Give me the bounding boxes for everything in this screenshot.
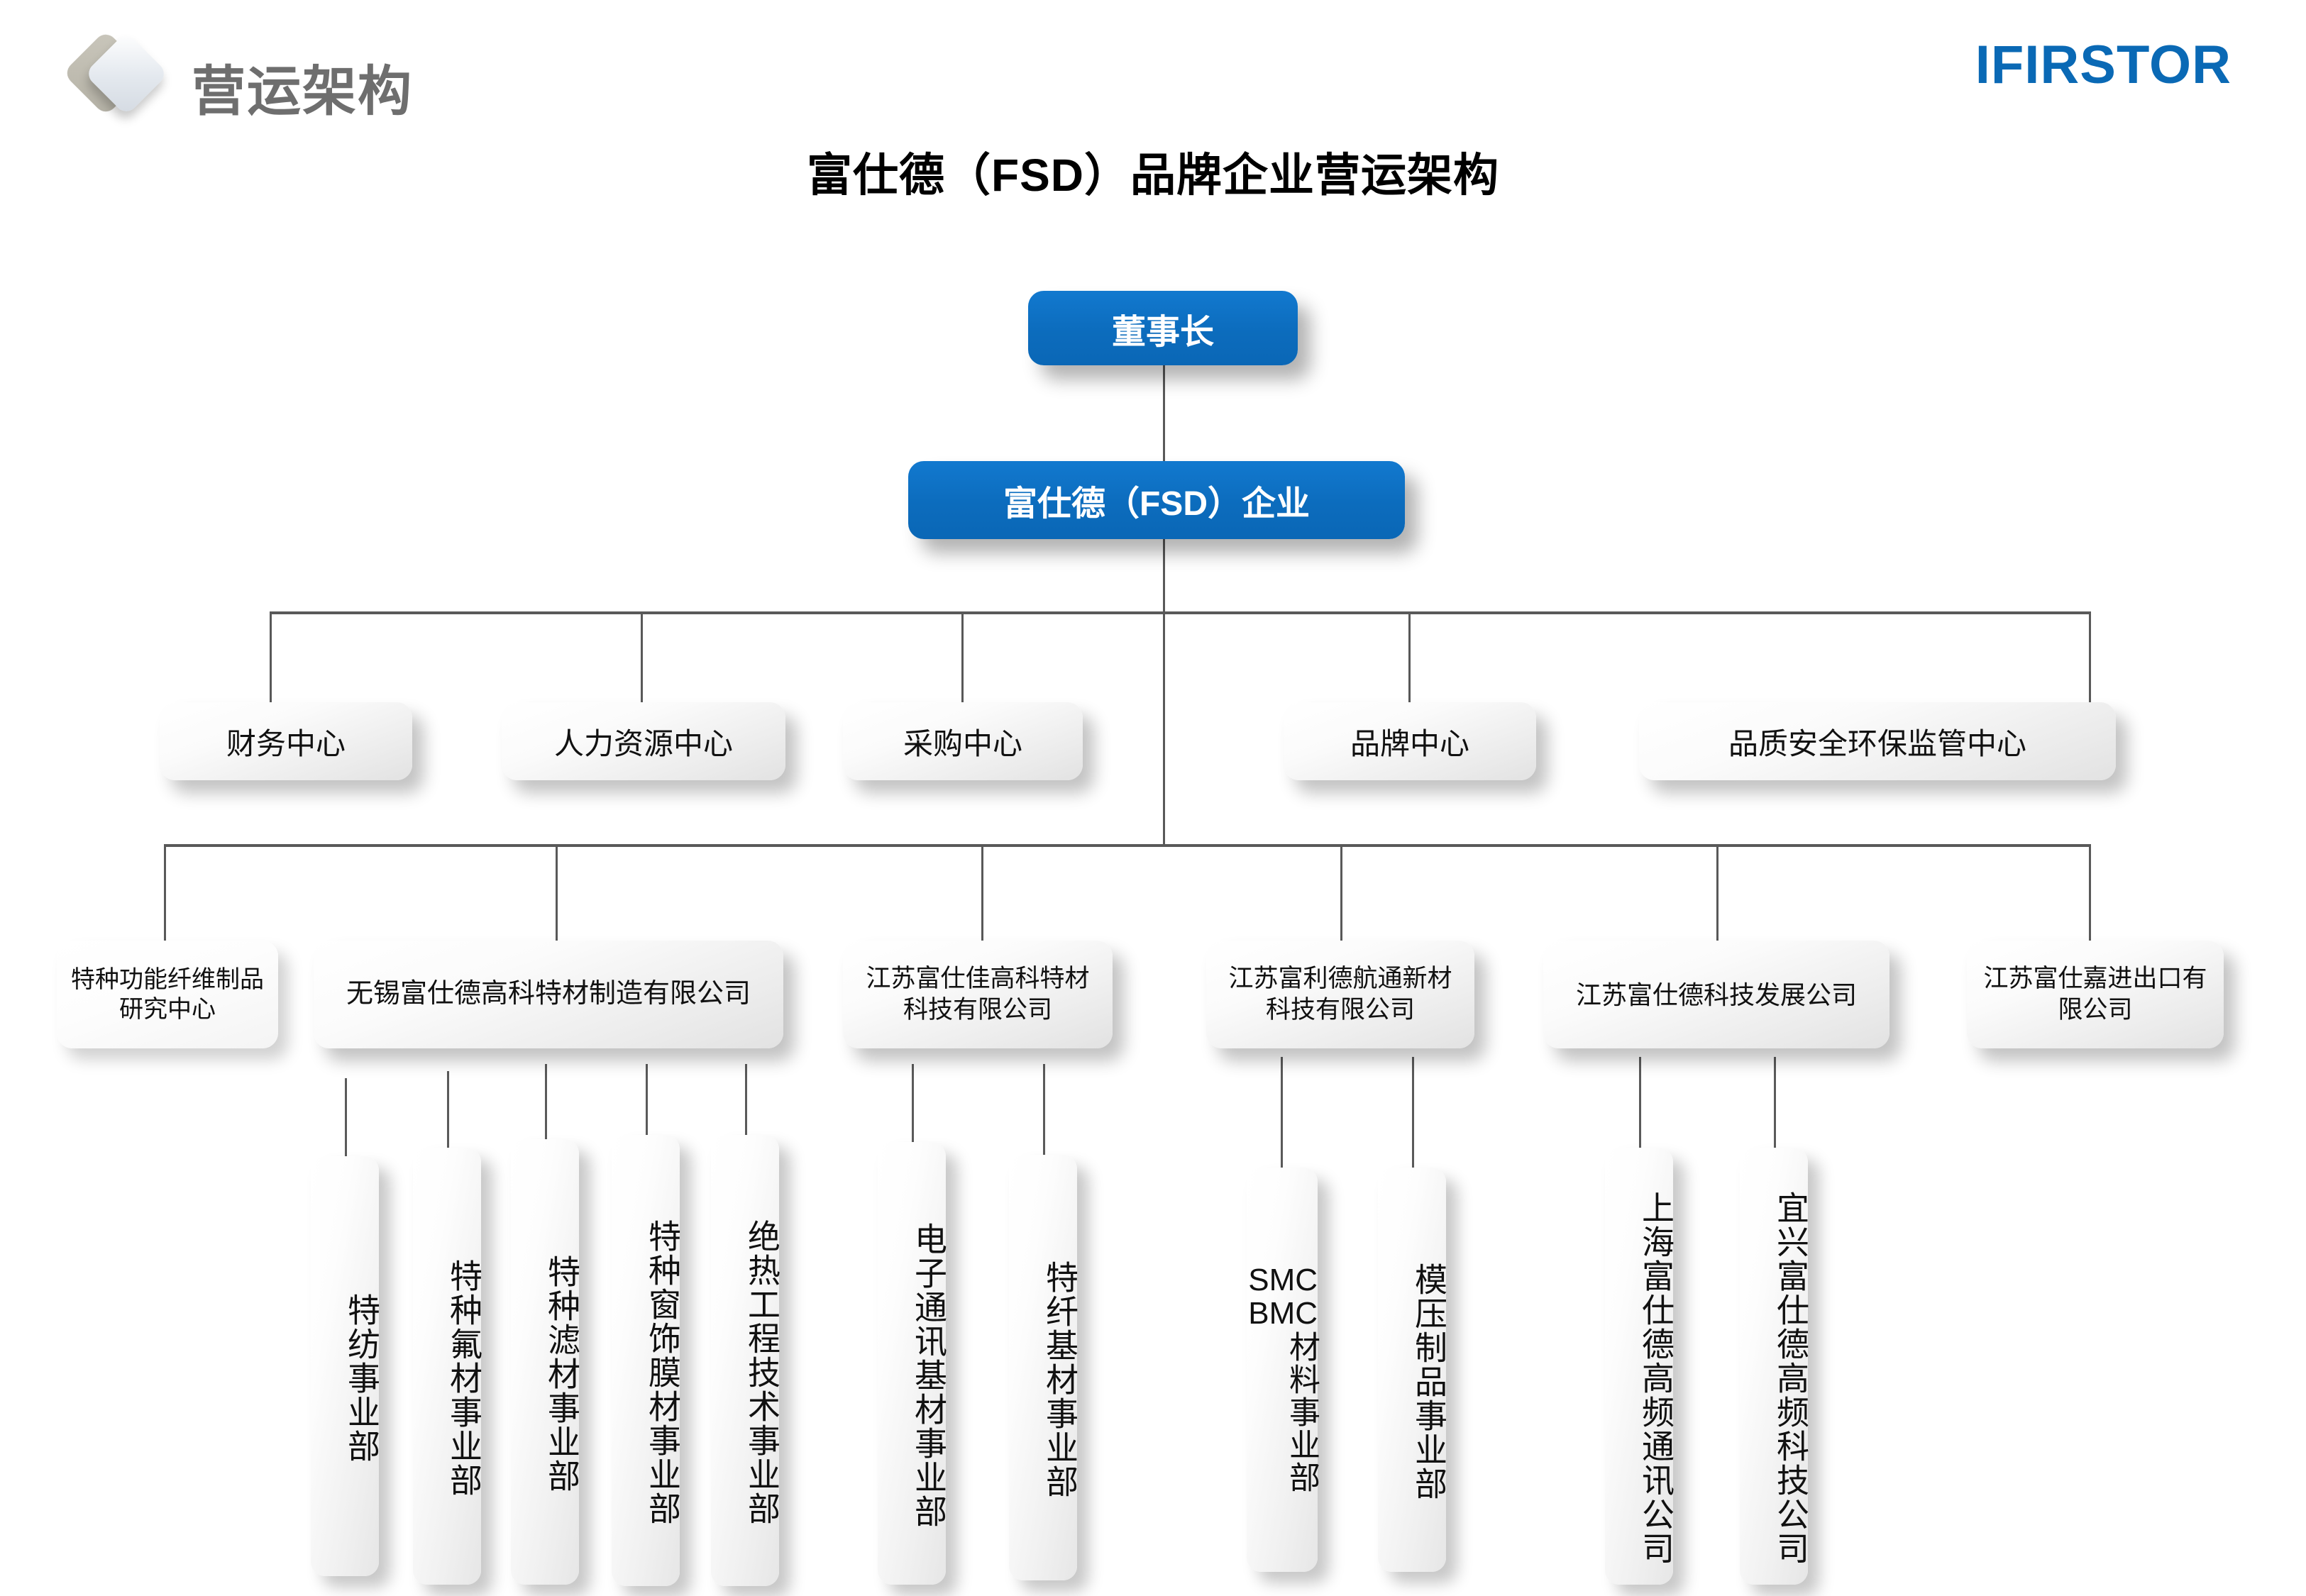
node-chairman-label: 董事长 — [1111, 313, 1214, 351]
node-division-electronic-comm-substrate[interactable]: 电子通讯基材事业部 — [878, 1142, 947, 1585]
node-company-fushijia[interactable]: 江苏富仕佳高科特材科技有限公司 — [843, 941, 1113, 1048]
node-division-texfang-label: 特纺事业部 — [343, 1293, 380, 1463]
node-division-molded-products[interactable]: 模压制品事业部 — [1378, 1168, 1447, 1572]
connector-enterprise-spine — [1163, 611, 1165, 846]
node-center-hr-label: 人力资源中心 — [553, 726, 733, 760]
node-company-fushijia-import-export[interactable]: 江苏富仕嘉进出口有限公司 — [1967, 941, 2224, 1048]
node-chairman[interactable]: 董事长 — [1028, 291, 1298, 365]
node-company-fsd-tech-development-label: 江苏富仕德科技发展公司 — [1575, 980, 1857, 1009]
connector-stem-wuxi-2 — [447, 1071, 449, 1156]
connector-drop-center-4 — [1408, 611, 1411, 702]
connector-stem-fushijia-1 — [912, 1064, 914, 1156]
connector-companies-bus — [164, 844, 2090, 847]
node-enterprise-label: 富仕德（FSD）企业 — [1003, 485, 1310, 523]
node-center-finance-label: 财务中心 — [226, 726, 346, 760]
node-division-special-fiber-substrate[interactable]: 特纤基材事业部 — [1009, 1155, 1078, 1580]
node-center-procurement[interactable]: 采购中心 — [843, 702, 1083, 780]
node-company-fushijia-label: 江苏富仕佳高科特材科技有限公司 — [866, 965, 1090, 1024]
node-center-finance[interactable]: 财务中心 — [160, 702, 412, 780]
connector-drop-company-3 — [981, 844, 983, 941]
connector-stem-fulide-2 — [1412, 1057, 1414, 1170]
node-division-texfang[interactable]: 特纺事业部 — [311, 1156, 380, 1576]
node-center-brand-label: 品牌中心 — [1350, 726, 1469, 760]
node-enterprise[interactable]: 富仕德（FSD）企业 — [908, 461, 1405, 539]
connector-stem-fushijia-2 — [1043, 1064, 1045, 1163]
connector-drop-company-1 — [164, 844, 166, 941]
node-division-window-film-label: 特种窗饰膜材事业部 — [644, 1219, 681, 1526]
node-subsidiary-yixing-hf-tech-label: 宜兴富仕德高频科技公司 — [1772, 1191, 1809, 1565]
node-company-wuxi-fsd-label: 无锡富仕德高科特材制造有限公司 — [346, 979, 751, 1009]
connector-enterprise-down — [1163, 539, 1165, 613]
connector-stem-wuxi-3 — [545, 1064, 547, 1156]
node-center-procurement-label: 采购中心 — [903, 726, 1022, 760]
node-company-fiber-research-center-label: 特种功能纤维制品研究中心 — [71, 965, 264, 1024]
connector-stem-keji-1 — [1639, 1057, 1641, 1149]
node-center-quality-safety-env[interactable]: 品质安全环保监管中心 — [1639, 702, 2116, 780]
connector-drop-center-2 — [641, 611, 643, 702]
node-company-fulide-hangtong-label: 江苏富利德航通新材科技有限公司 — [1228, 965, 1452, 1024]
brand-wordmark: IFIRSTOR — [1975, 35, 2231, 95]
node-division-smc-bmc-material[interactable]: SMC BMC 材料事业部 — [1247, 1168, 1319, 1572]
logo-block: 营运架构 — [62, 30, 539, 131]
node-company-fulide-hangtong[interactable]: 江苏富利德航通新材科技有限公司 — [1206, 941, 1474, 1048]
connector-centers-bus — [270, 611, 2090, 614]
connector-drop-company-5 — [1716, 844, 1719, 941]
node-subsidiary-shanghai-hf-comm-label: 上海富仕德高频通讯公司 — [1638, 1191, 1675, 1565]
node-company-wuxi-fsd[interactable]: 无锡富仕德高科特材制造有限公司 — [314, 941, 783, 1048]
connector-drop-company-6 — [2089, 844, 2091, 941]
connector-drop-company-2 — [556, 844, 558, 941]
connector-chairman-to-enterprise — [1163, 362, 1165, 475]
node-division-thermal-insulation[interactable]: 绝热工程技术事业部 — [711, 1135, 780, 1586]
node-center-brand[interactable]: 品牌中心 — [1284, 702, 1536, 780]
connector-drop-company-4 — [1340, 844, 1342, 941]
node-center-quality-safety-env-label: 品质安全环保监管中心 — [1728, 726, 2026, 760]
connector-stem-wuxi-4 — [646, 1064, 648, 1156]
node-company-fushijia-import-export-label: 江苏富仕嘉进出口有限公司 — [1983, 965, 2207, 1024]
node-division-bmc-label: BMC — [1248, 1296, 1318, 1331]
connector-stem-wuxi-1 — [345, 1078, 347, 1156]
node-subsidiary-shanghai-hf-comm[interactable]: 上海富仕德高频通讯公司 — [1605, 1148, 1675, 1585]
diamond-logo-icon — [62, 30, 177, 128]
logo-text: 营运架构 — [192, 62, 413, 122]
connector-drop-center-5 — [2089, 611, 2091, 702]
node-division-fluoro-label: 特种氟材事业部 — [446, 1259, 482, 1497]
node-company-fsd-tech-development[interactable]: 江苏富仕德科技发展公司 — [1543, 941, 1890, 1048]
node-division-molded-products-label: 模压制品事业部 — [1411, 1263, 1447, 1501]
node-subsidiary-yixing-hf-tech[interactable]: 宜兴富仕德高频科技公司 — [1740, 1148, 1809, 1585]
connector-stem-fulide-1 — [1281, 1057, 1283, 1170]
node-division-thermal-insulation-label: 绝热工程技术事业部 — [744, 1219, 780, 1526]
node-company-fiber-research-center[interactable]: 特种功能纤维制品研究中心 — [57, 941, 278, 1048]
node-division-filter[interactable]: 特种滤材事业部 — [511, 1139, 580, 1585]
node-division-fluoro[interactable]: 特种氟材事业部 — [413, 1148, 482, 1585]
node-division-special-fiber-substrate-label: 特纤基材事业部 — [1042, 1260, 1078, 1499]
connector-drop-center-3 — [961, 611, 964, 702]
node-division-window-film[interactable]: 特种窗饰膜材事业部 — [612, 1135, 681, 1586]
node-division-smc-label: SMC — [1248, 1263, 1318, 1298]
page-title: 富仕德（FSD）品牌企业营运架构 — [807, 150, 1499, 201]
connector-stem-keji-2 — [1774, 1057, 1776, 1149]
node-division-smc-bmc-material-label: 材料事业部 — [1284, 1330, 1319, 1494]
connector-stem-wuxi-5 — [745, 1064, 747, 1156]
connector-drop-center-1 — [270, 611, 272, 702]
node-division-filter-label: 特种滤材事业部 — [544, 1255, 580, 1493]
node-division-electronic-comm-substrate-label: 电子通讯基材事业部 — [910, 1222, 947, 1529]
node-center-hr[interactable]: 人力资源中心 — [502, 702, 785, 780]
